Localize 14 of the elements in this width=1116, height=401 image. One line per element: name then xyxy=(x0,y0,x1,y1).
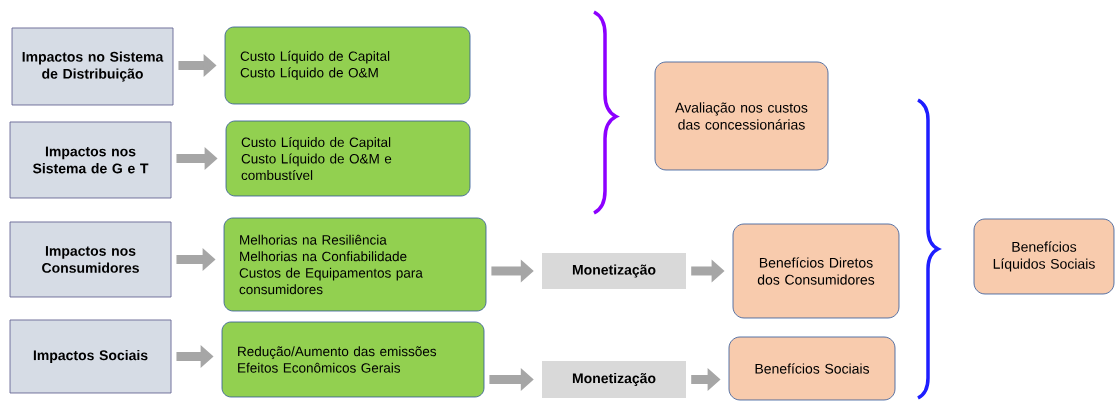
result-box: Avaliação nos custos das concessionárias xyxy=(654,61,829,171)
list-box: Melhorias na Resiliência Melhorias na Confiabilidade Custos de Equipamentos para consumidores xyxy=(223,217,487,312)
heading-box: Impactos no Sistema de Distribuição xyxy=(11,27,174,106)
list-box: Custo Líquido de Capital Custo Líquido de O&M xyxy=(224,26,471,105)
step-box: Monetização xyxy=(542,361,686,398)
list-box: Redução/Aumento das emissões Efeitos Econômicos Gerais xyxy=(221,321,485,398)
result-box: Benefícios Diretos dos Consumidores xyxy=(732,223,900,319)
list-box: Custo Líquido de Capital Custo Líquido de O&M e combustível xyxy=(225,120,471,197)
heading-box: Impactos nos Sistema de G e T xyxy=(9,121,172,199)
heading-box: Impactos nos Consumidores xyxy=(9,221,172,298)
step-box: Monetização xyxy=(542,253,686,289)
result-box: Benefícios Líquidos Sociais xyxy=(973,218,1115,295)
result-box: Benefícios Sociais xyxy=(728,336,896,401)
heading-box: Impactos Sociais xyxy=(9,319,172,394)
